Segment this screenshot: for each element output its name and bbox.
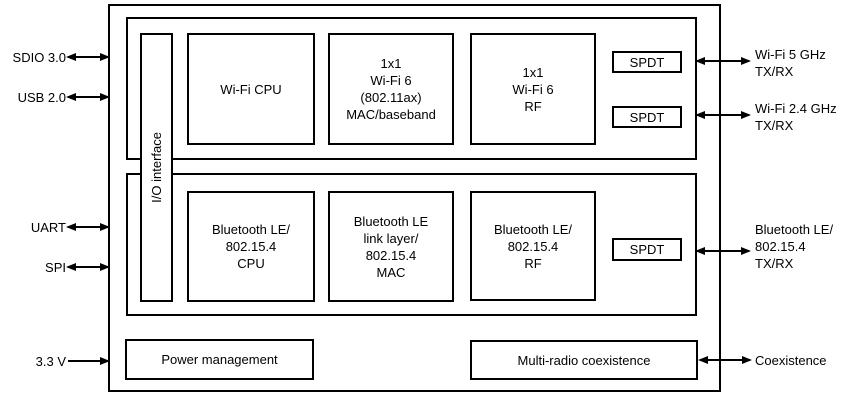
wifi-cpu-block: Wi-Fi CPU bbox=[187, 33, 315, 145]
port-label-spi: SPI bbox=[45, 260, 66, 275]
wifi-5ghz-antenna-arrow bbox=[695, 57, 751, 65]
port-label-bt-txrx: Bluetooth LE/ 802.15.4 TX/RX bbox=[755, 222, 834, 271]
port-label-usb: USB 2.0 bbox=[17, 90, 66, 105]
spdt-wifi-5ghz-block: SPDT bbox=[612, 51, 682, 73]
port-label-uart: UART bbox=[30, 220, 66, 235]
usb-arrow bbox=[66, 93, 110, 101]
spi-arrow bbox=[66, 263, 110, 271]
port-label-wifi-5ghz: Wi-Fi 5 GHz TX/RX bbox=[755, 47, 826, 79]
wifi-mac-baseband-block: 1x1 Wi-Fi 6 (802.11ax) MAC/baseband bbox=[328, 33, 454, 145]
port-label-wifi-24ghz: Wi-Fi 2.4 GHz TX/RX bbox=[755, 101, 837, 133]
wifi-rf-block: 1x1 Wi-Fi 6 RF bbox=[470, 33, 596, 145]
uart-arrow bbox=[66, 223, 110, 231]
port-label-coexistence: Coexistence bbox=[755, 353, 827, 368]
bt-antenna-arrow bbox=[695, 247, 751, 255]
sdio-arrow bbox=[66, 53, 110, 61]
multi-radio-coexistence-block: Multi-radio coexistence bbox=[470, 340, 698, 380]
power-management-block: Power management bbox=[125, 339, 314, 380]
coexistence-arrow bbox=[698, 356, 752, 364]
io-interface-block: I/O interface bbox=[140, 33, 173, 302]
power-supply-arrow bbox=[68, 357, 110, 365]
spdt-bt-block: SPDT bbox=[612, 238, 682, 261]
wifi-24ghz-antenna-arrow bbox=[695, 111, 751, 119]
io-interface-label: I/O interface bbox=[149, 132, 164, 203]
bt-cpu-block: Bluetooth LE/ 802.15.4 CPU bbox=[187, 191, 315, 302]
port-label-sdio: SDIO 3.0 bbox=[12, 50, 66, 65]
bt-rf-block: Bluetooth LE/ 802.15.4 RF bbox=[470, 191, 596, 301]
port-label-3v3: 3.3 V bbox=[35, 354, 66, 369]
spdt-wifi-24ghz-block: SPDT bbox=[612, 106, 682, 128]
bt-link-layer-block: Bluetooth LE link layer/ 802.15.4 MAC bbox=[328, 191, 454, 302]
